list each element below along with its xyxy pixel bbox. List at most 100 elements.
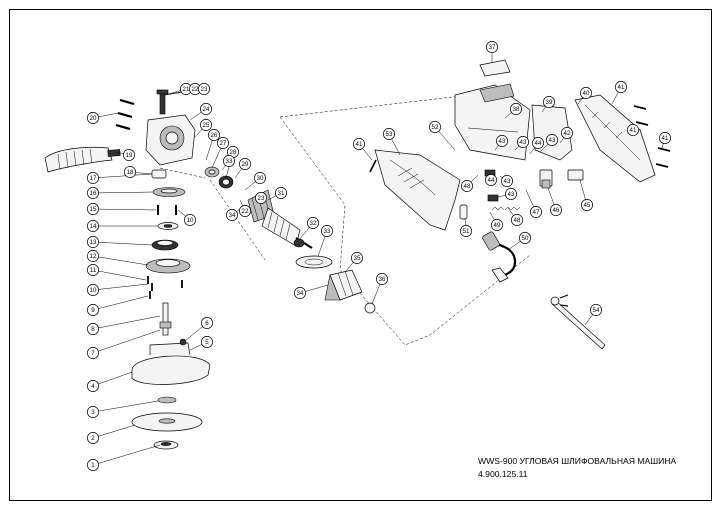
callout-extra-43: 43 xyxy=(517,136,529,148)
part-handle-cover-40-41 xyxy=(574,94,656,183)
callout-number: 43 xyxy=(549,137,556,144)
callout-number: 51 xyxy=(463,228,470,235)
callout-number: 36 xyxy=(379,276,386,283)
callout-circle xyxy=(376,273,388,285)
callout-number: 33 xyxy=(324,228,331,235)
callout-circle xyxy=(517,136,529,148)
part-screws-11-10 xyxy=(147,276,183,299)
callout-15: 15 xyxy=(87,203,99,215)
callout-number: 52 xyxy=(432,124,439,131)
callout-circle xyxy=(87,187,99,199)
callout-number: 40 xyxy=(583,90,590,97)
callout-leader-10 xyxy=(92,283,149,291)
callout-23: 23 xyxy=(198,83,210,95)
callout-extra-43: 43 xyxy=(496,135,508,147)
callout-number: 42 xyxy=(564,130,571,137)
callout-9: 9 xyxy=(87,304,99,316)
callout-circle xyxy=(87,264,99,276)
callout-leader-2 xyxy=(92,424,136,439)
part-flange-16 xyxy=(152,187,186,197)
callout-circle xyxy=(543,96,555,108)
part-screws-15 xyxy=(157,205,177,215)
callout-circle xyxy=(351,252,363,264)
callout-number: 11 xyxy=(90,267,97,274)
part-bearing-13 xyxy=(151,239,179,251)
callout-5: 5 xyxy=(201,336,213,348)
callout-number: 30 xyxy=(257,175,264,182)
callout-16: 16 xyxy=(87,187,99,199)
callout-number: 45 xyxy=(584,202,591,209)
callout-number: 25 xyxy=(203,122,210,129)
callout-circle xyxy=(87,203,99,215)
callout-number: 54 xyxy=(593,307,600,314)
callout-circle xyxy=(239,158,251,170)
callout-leader-15 xyxy=(92,208,157,211)
callout-extra-41: 41 xyxy=(627,124,639,136)
callout-6: 6 xyxy=(201,317,213,329)
callout-circle xyxy=(201,336,213,348)
part-gear-27 xyxy=(204,166,220,178)
callout-20: 20 xyxy=(87,112,99,124)
callout-circle xyxy=(496,135,508,147)
callout-leader-7 xyxy=(92,329,161,354)
callout-leader-12 xyxy=(92,255,149,266)
callout-number: 10 xyxy=(187,217,194,224)
callout-42: 42 xyxy=(561,127,573,139)
callout-leader-16 xyxy=(92,191,154,194)
callout-number: 2 xyxy=(91,435,95,442)
callout-circle xyxy=(201,317,213,329)
part-clamp-nut-1 xyxy=(153,440,179,450)
callout-33: 33 xyxy=(321,225,333,237)
callout-extra-43: 43 xyxy=(501,175,513,187)
callout-number: 34 xyxy=(297,290,304,297)
callout-circle xyxy=(255,192,267,204)
callout-number: 26 xyxy=(211,132,218,139)
callout-number: 20 xyxy=(90,115,97,122)
callout-extra-41: 41 xyxy=(659,132,671,144)
callout-number: 37 xyxy=(489,44,496,51)
callout-circle xyxy=(254,172,266,184)
callout-2: 2 xyxy=(87,432,99,444)
callout-49: 49 xyxy=(491,219,503,231)
callout-circle xyxy=(294,287,306,299)
callout-leader-8 xyxy=(92,315,161,330)
callout-number: 29 xyxy=(242,161,249,168)
callout-circle xyxy=(546,134,558,146)
part-screws-20 xyxy=(115,98,135,131)
callout-number: 48 xyxy=(514,217,521,224)
callout-circle xyxy=(561,127,573,139)
title-model-name: WWS-900 УГЛОВАЯ ШЛИФОВАЛЬНАЯ МАШИНА xyxy=(478,456,677,466)
callout-leader-13 xyxy=(92,241,153,246)
callout-circle xyxy=(532,137,544,149)
part-spindle-8 xyxy=(159,302,172,336)
part-side-handle xyxy=(44,146,121,173)
callout-number: 39 xyxy=(546,99,553,106)
callout-number: 22 xyxy=(242,208,249,215)
callout-circle xyxy=(275,187,287,199)
part-cap-37 xyxy=(479,59,511,77)
part-baffle-33 xyxy=(295,255,333,269)
callout-circle xyxy=(87,250,99,262)
callout-extra-44: 44 xyxy=(485,174,497,186)
part-switch-45 xyxy=(567,169,584,181)
callout-11: 11 xyxy=(87,264,99,276)
callout-number: 18 xyxy=(127,169,134,176)
callout-30: 30 xyxy=(254,172,266,184)
part-washer-14 xyxy=(157,222,179,230)
callout-17: 17 xyxy=(87,172,99,184)
callout-circle xyxy=(461,180,473,192)
callout-44: 44 xyxy=(532,137,544,149)
callout-leader-1 xyxy=(92,444,161,466)
callout-43: 43 xyxy=(546,134,558,146)
callout-circle xyxy=(501,175,513,187)
part-springs-48-49 xyxy=(491,206,521,211)
callout-circle xyxy=(383,128,395,140)
callout-leader-17 xyxy=(92,173,153,179)
callout-7: 7 xyxy=(87,347,99,359)
callout-leader-9 xyxy=(92,295,149,311)
callout-31: 31 xyxy=(275,187,287,199)
callout-24: 24 xyxy=(200,103,212,115)
drawing-frame xyxy=(9,9,712,501)
callout-47: 47 xyxy=(530,206,542,218)
callout-number: 49 xyxy=(494,222,501,229)
